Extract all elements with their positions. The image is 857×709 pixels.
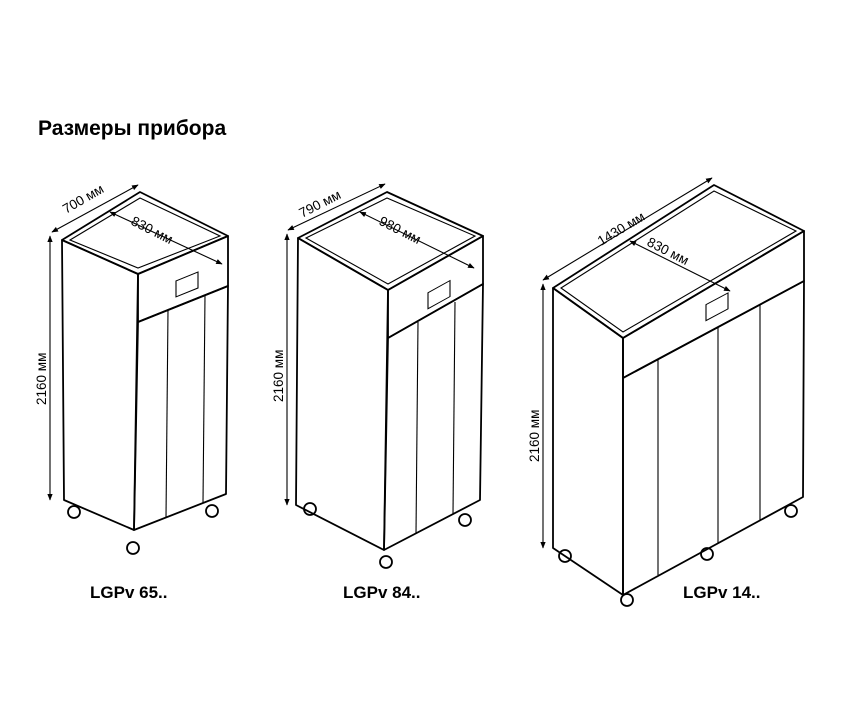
height-dimension-label: 2160 мм — [34, 353, 49, 405]
width-dimension-label: 700 мм — [60, 181, 106, 216]
height-dimension-label: 2160 мм — [271, 350, 286, 402]
unit-lgpv-84: 790 мм 980 мм 2160 мм LGPv 84.. — [271, 183, 484, 602]
width-dimension-label: 1430 мм — [595, 209, 648, 249]
page-title: Размеры прибора — [38, 117, 227, 140]
model-label: LGPv 65.. — [90, 583, 167, 602]
cabinet-drawing — [61, 191, 229, 555]
depth-dimension-label: 830 мм — [129, 213, 176, 247]
width-dimension-label: 790 мм — [297, 187, 344, 221]
unit-lgpv-14: 1430 мм 830 мм 2160 мм LGPv 14.. — [527, 177, 805, 607]
model-label: LGPv 14.. — [683, 583, 760, 602]
depth-dimension-label: 830 мм — [645, 234, 692, 268]
cabinet-drawing — [295, 191, 484, 569]
model-label: LGPv 84.. — [343, 583, 420, 602]
height-dimension-label: 2160 мм — [527, 410, 542, 462]
depth-dimension-label: 980 мм — [377, 213, 424, 247]
unit-lgpv-65: 700 мм 830 мм 2160 мм LGPv 65.. — [34, 181, 229, 602]
